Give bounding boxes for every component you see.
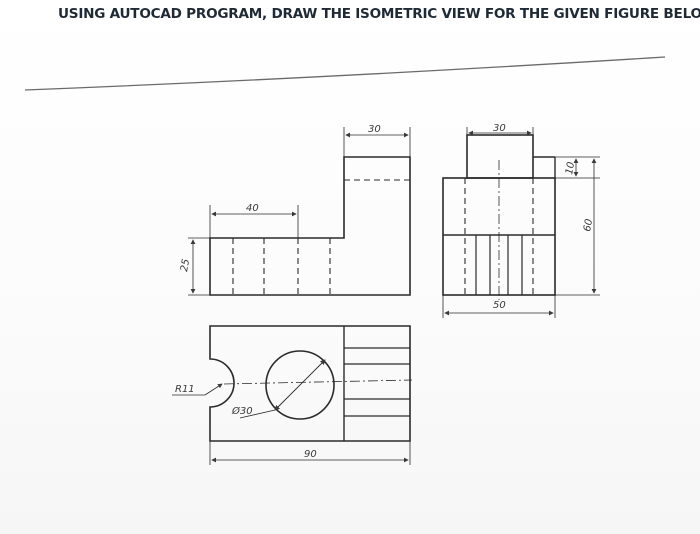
hole-diameter-label: Ø30 [231, 405, 253, 417]
radius-label: R11 [175, 384, 195, 395]
top-view [172, 325, 413, 465]
side-width-label: 50 [493, 300, 506, 311]
side-step-label: 10 [564, 161, 577, 175]
top-view-centerline [223, 379, 413, 385]
assignment-heading: USING AUTOCAD PROGRAM, DRAW THE ISOMETRI… [58, 6, 700, 22]
side-view-slot-lines [475, 235, 523, 295]
top-view-slot-lines [344, 347, 410, 417]
front-view-hidden-lines [232, 179, 410, 295]
front-view-outline [209, 156, 411, 296]
top-length-label: 90 [304, 449, 317, 460]
front-top-label: 30 [368, 124, 381, 135]
top-view-outline [209, 325, 411, 442]
front-view [188, 127, 411, 296]
front-height-label: 25 [179, 258, 192, 272]
side-height-label: 60 [582, 218, 595, 232]
side-top-label: 30 [493, 123, 506, 134]
side-view [442, 127, 600, 318]
front-width-label: 40 [246, 203, 259, 214]
separator-line [24, 56, 666, 91]
side-view-boss [466, 134, 534, 179]
top-view-hole [265, 350, 335, 420]
